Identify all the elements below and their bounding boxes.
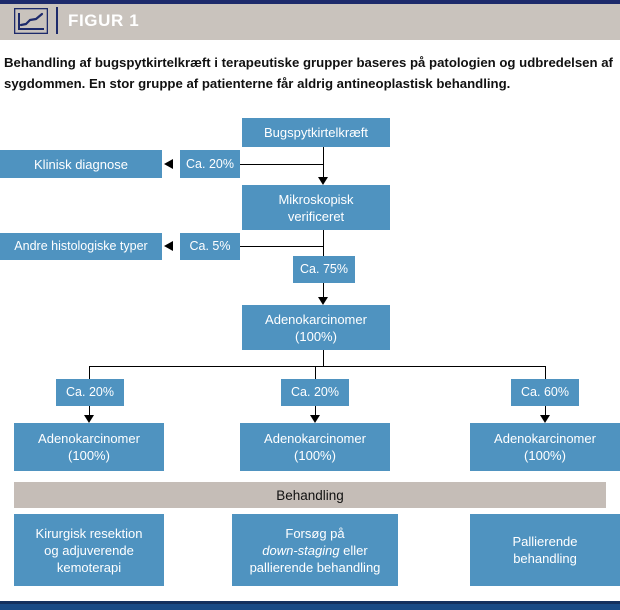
node-label: Ca. 20% bbox=[291, 385, 339, 399]
node-pct-clinical[interactable]: Ca. 20% bbox=[180, 150, 240, 178]
node-branch-3-group[interactable]: Adenokarcinomer (100%) bbox=[470, 423, 620, 471]
node-label-line2: (100%) bbox=[68, 448, 110, 463]
node-label-line2: (100%) bbox=[524, 448, 566, 463]
node-label-line2: (100%) bbox=[295, 328, 337, 344]
connector-main-trunk bbox=[323, 350, 324, 366]
treatment-line-1: Kirurgisk resektion bbox=[35, 525, 143, 541]
treatment-line-3: pallierende behandling bbox=[249, 559, 381, 575]
behandling-label: Behandling bbox=[276, 487, 344, 503]
node-branch-1-pct[interactable]: Ca. 20% bbox=[56, 379, 124, 406]
node-andre-histologiske-typer[interactable]: Andre histologiske typer bbox=[0, 233, 162, 260]
node-label: Ca. 20% bbox=[66, 385, 114, 399]
arrow-branch-3 bbox=[540, 415, 550, 423]
node-branch-1-group[interactable]: Adenokarcinomer (100%) bbox=[14, 423, 164, 471]
connector-other-histology-horizontal bbox=[240, 246, 324, 247]
treatment-line-3: kemoterapi bbox=[56, 559, 122, 575]
figure-header: FIGUR 1 bbox=[0, 0, 620, 40]
footer-top-rule bbox=[0, 601, 620, 604]
header-divider bbox=[56, 7, 58, 34]
node-label-line1: Mikroskopisk bbox=[278, 191, 354, 207]
connector-branch-2-down bbox=[315, 406, 316, 418]
connector-branch-3-down bbox=[545, 406, 546, 418]
node-mikroskopisk-verificeret[interactable]: Mikroskopisk verificeret bbox=[242, 185, 390, 230]
connector-microscopic-down bbox=[323, 230, 324, 256]
arrow-to-clinical-diagnosis bbox=[164, 159, 173, 169]
treatment-line-2: behandling bbox=[513, 551, 577, 566]
node-branch-3-pct[interactable]: Ca. 60% bbox=[511, 379, 579, 406]
connector-pct75-down bbox=[323, 283, 324, 300]
treatment-line-2: og adjuverende bbox=[44, 542, 134, 558]
treatment-box-2[interactable]: Forsøg på down-staging eller pallierende… bbox=[232, 514, 398, 586]
treatment-box-3[interactable]: Pallierende behandling bbox=[470, 514, 620, 586]
line-chart-icon bbox=[13, 7, 49, 35]
node-label: Ca. 75% bbox=[300, 262, 348, 276]
page-title: FIGUR 1 bbox=[68, 11, 140, 30]
connector-distribution-bus bbox=[89, 366, 546, 367]
footer-bar bbox=[0, 601, 620, 610]
node-label-line2: (100%) bbox=[294, 448, 336, 463]
arrow-root-to-microscopic bbox=[318, 177, 328, 185]
node-label-line1: Adenokarcinomer bbox=[494, 431, 596, 446]
node-label-line2: verificeret bbox=[287, 208, 345, 224]
connector-drop-2 bbox=[315, 366, 316, 380]
node-branch-2-pct[interactable]: Ca. 20% bbox=[281, 379, 349, 406]
node-label: Andre histologiske typer bbox=[14, 239, 148, 253]
node-bugspytkirtelkraeft[interactable]: Bugspytkirtelkræft bbox=[242, 118, 390, 147]
connector-clinical-horizontal bbox=[240, 164, 324, 165]
node-adenokarcinomer-main[interactable]: Adenokarcinomer (100%) bbox=[242, 305, 390, 350]
arrow-to-other-histology bbox=[164, 241, 173, 251]
node-label: Ca. 20% bbox=[186, 156, 234, 171]
header-top-rule bbox=[0, 0, 620, 4]
connector-drop-3 bbox=[545, 366, 546, 380]
treatment-emphasis-suffix: eller bbox=[339, 542, 368, 558]
node-klinisk-diagnose[interactable]: Klinisk diagnose bbox=[0, 150, 162, 178]
connector-branch-1-down bbox=[89, 406, 90, 418]
arrow-branch-2 bbox=[310, 415, 320, 423]
node-label: Bugspytkirtelkræft bbox=[263, 125, 369, 140]
behandling-band: Behandling bbox=[14, 482, 606, 508]
node-pct-other-histology[interactable]: Ca. 5% bbox=[180, 233, 240, 260]
treatment-line-1: Forsøg på bbox=[285, 525, 345, 541]
figure-caption: Behandling af bugspytkirtelkræft i terap… bbox=[4, 55, 613, 91]
treatment-emphasis: down-staging bbox=[262, 542, 340, 558]
node-label-line1: Adenokarcinomer bbox=[265, 311, 367, 327]
node-label-line1: Adenokarcinomer bbox=[38, 431, 140, 446]
node-branch-2-group[interactable]: Adenokarcinomer (100%) bbox=[240, 423, 390, 471]
node-pct-adeno[interactable]: Ca. 75% bbox=[293, 256, 355, 283]
connector-drop-1 bbox=[89, 366, 90, 380]
node-label-line1: Adenokarcinomer bbox=[264, 431, 366, 446]
node-label: Klinisk diagnose bbox=[34, 156, 128, 172]
arrow-branch-1 bbox=[84, 415, 94, 423]
arrow-to-adeno-main bbox=[318, 297, 328, 305]
treatment-line-1: Pallierende bbox=[512, 534, 578, 549]
treatment-box-1[interactable]: Kirurgisk resektion og adjuverende kemot… bbox=[14, 514, 164, 586]
connector-root-down bbox=[323, 147, 324, 179]
node-label: Ca. 60% bbox=[521, 385, 569, 399]
treatment-line-2: down-staging eller bbox=[262, 542, 368, 559]
node-label: Ca. 5% bbox=[189, 239, 231, 253]
